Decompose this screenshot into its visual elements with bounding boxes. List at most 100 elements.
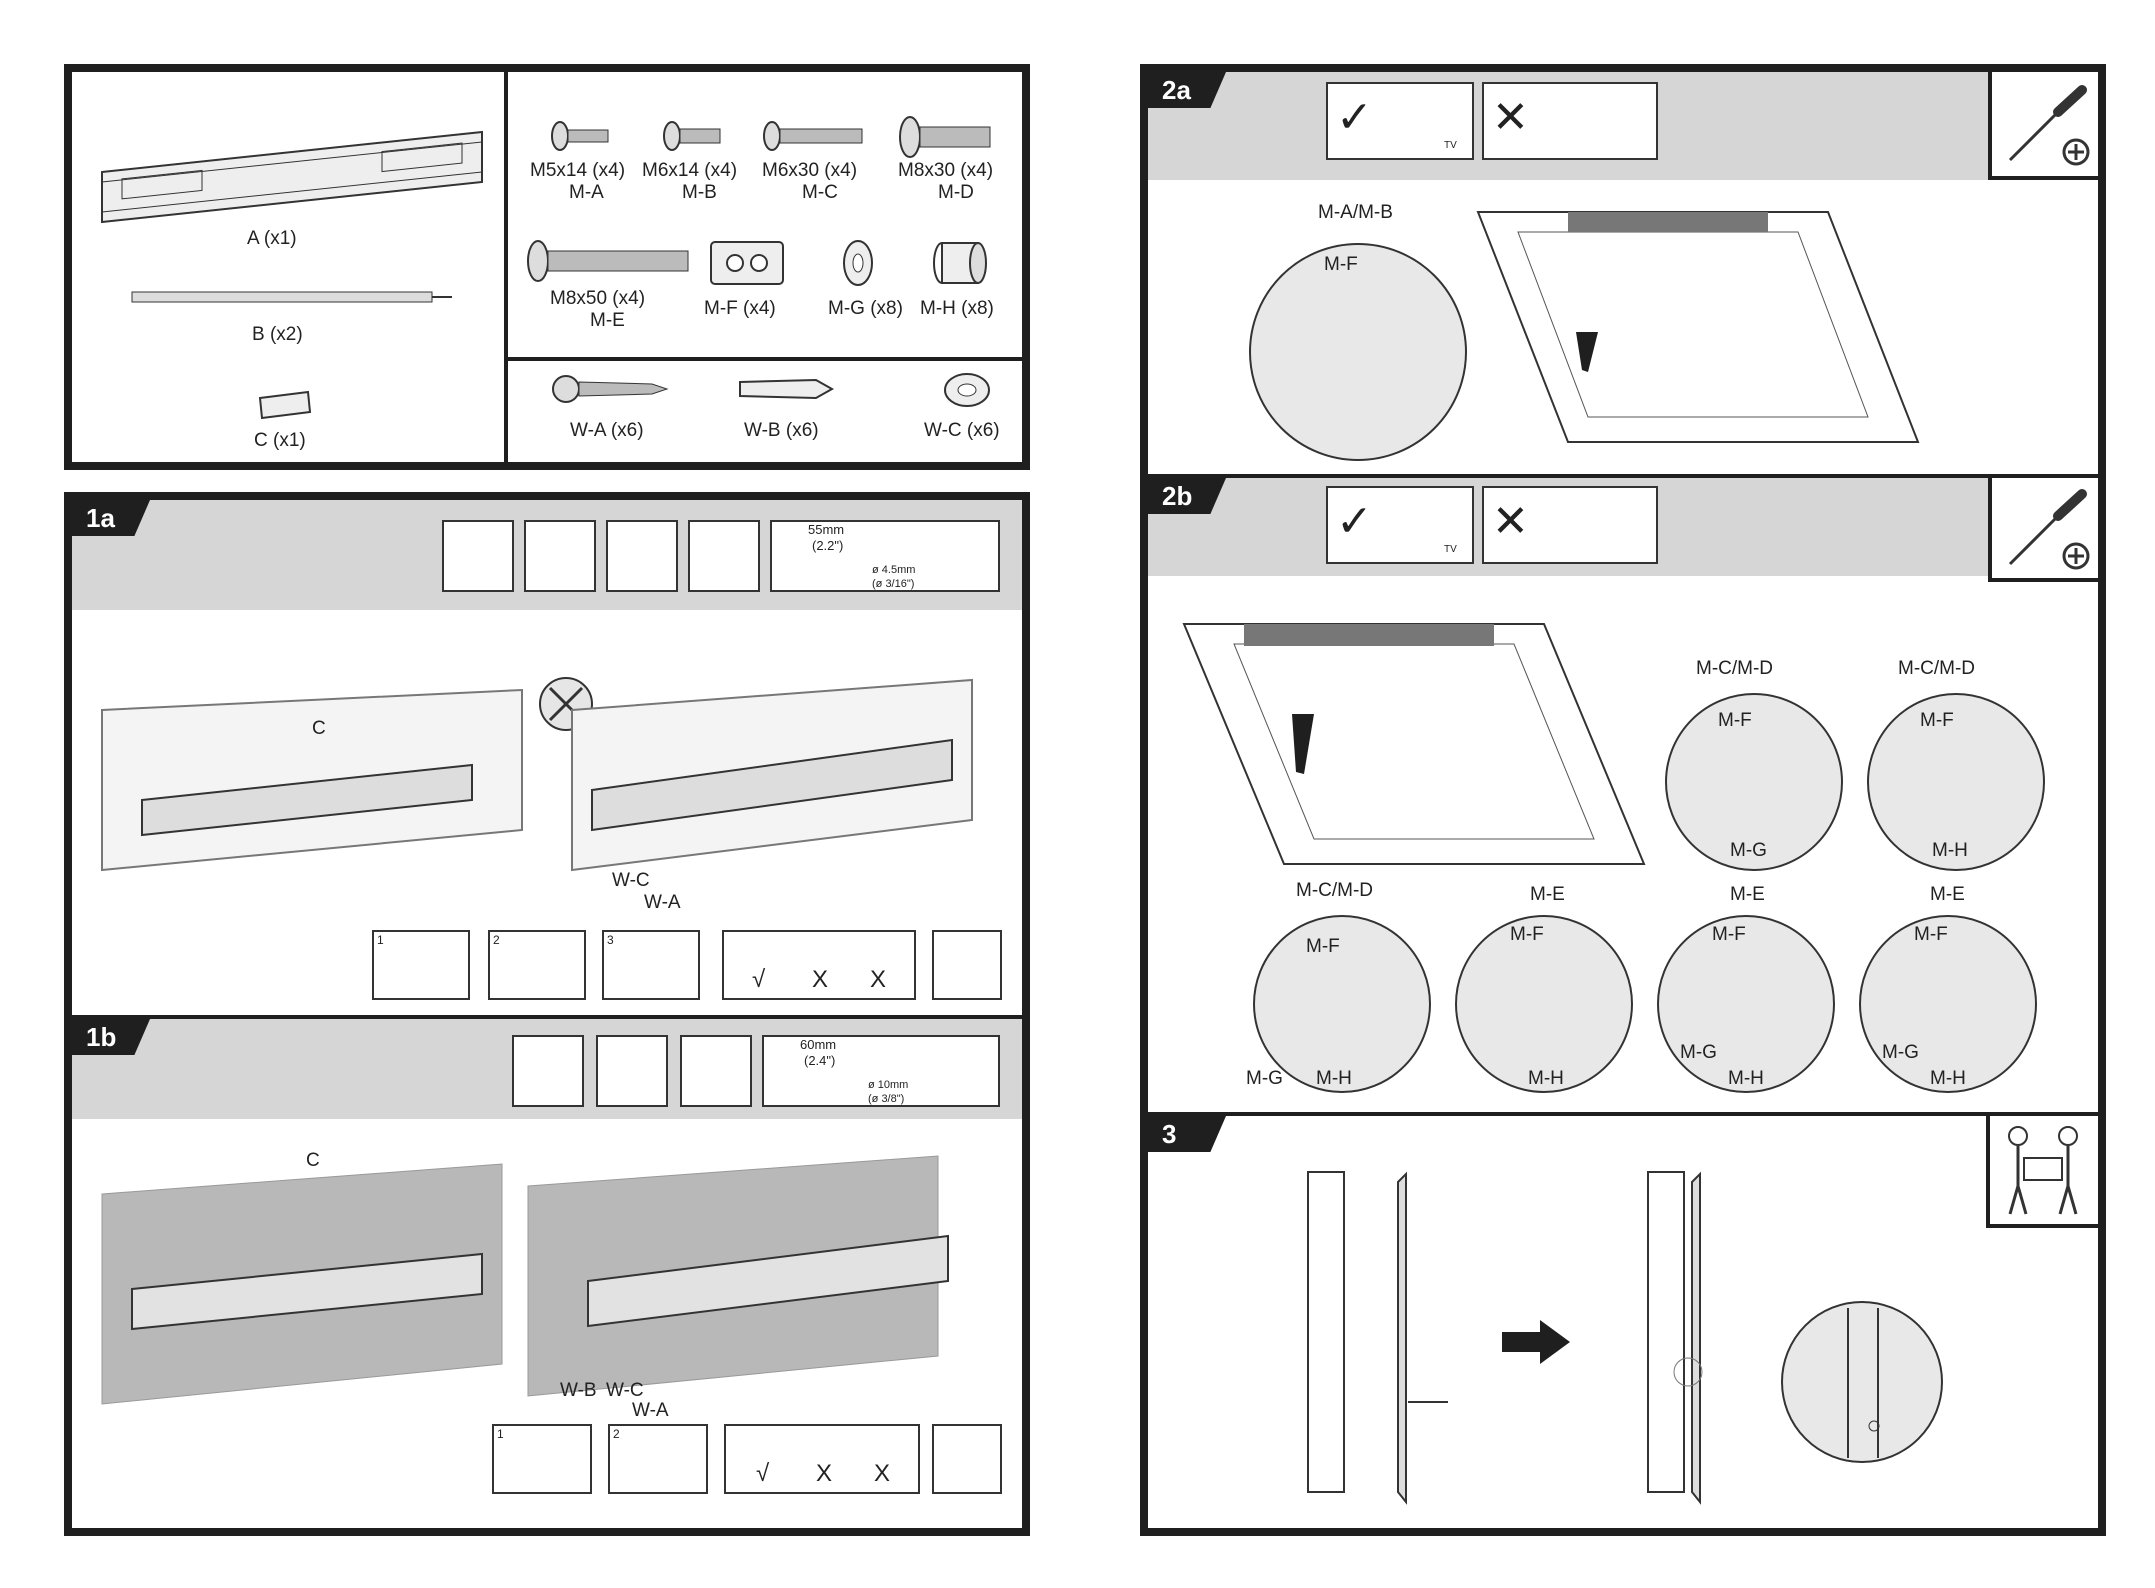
section-divider-2b-3 bbox=[1148, 1112, 2098, 1116]
2b-c5-label: M-E bbox=[1730, 884, 1765, 905]
section-divider-1a-1b bbox=[72, 1015, 1022, 1019]
1a-step-1-icon: 1 bbox=[372, 930, 470, 1000]
drill-diameter-label-1b: ø 10mm bbox=[868, 1079, 909, 1091]
1a-step-2-icon: 2 bbox=[488, 930, 586, 1000]
2b-c6-label: M-E bbox=[1930, 884, 1965, 905]
2b-c2-label: M-C/M-D bbox=[1898, 658, 1976, 679]
section-3-tag: 3 bbox=[1148, 1116, 1226, 1152]
washer-w-c-icon bbox=[944, 373, 990, 407]
screw-m-b-icon bbox=[663, 121, 721, 151]
1b-step-2-number: 2 bbox=[613, 1427, 620, 1441]
screw-m-c-icon bbox=[763, 121, 863, 151]
2b-c6-mf: M-F bbox=[1914, 924, 1948, 945]
phillips-screwdriver-icon-2b bbox=[2008, 489, 2090, 570]
1b-level-c-label: C bbox=[306, 1150, 320, 1171]
spacer-plate-m-f-icon bbox=[710, 241, 784, 285]
drill-depth-inch: (2.2") bbox=[812, 538, 844, 553]
phillips-screwdriver-icon bbox=[2008, 85, 2090, 166]
concrete-wall-icon bbox=[512, 1035, 584, 1107]
right-arrow-icon bbox=[1502, 1320, 1570, 1364]
drill-depth-icon-1b: 60mm (2.4") ø 10mm (ø 3/8") bbox=[762, 1035, 1000, 1107]
concrete-wall-illustration-left bbox=[101, 1163, 503, 1405]
2b-c4-mf: M-F bbox=[1510, 924, 1544, 945]
rail-illustration bbox=[131, 291, 452, 303]
2b-c5-mg: M-G bbox=[1680, 1042, 1717, 1063]
2b-wrong-screw-icon: ✕ bbox=[1482, 486, 1658, 564]
m-e-size: M8x50 (x4) bbox=[550, 288, 646, 309]
1a-step-3-icon: 3 bbox=[602, 930, 700, 1000]
3-hook-detail-circle bbox=[1781, 1301, 1943, 1463]
3-tv-hang-before bbox=[1307, 1171, 1448, 1505]
2a-screwdriver-box bbox=[1988, 72, 2098, 180]
concrete-wall-illustration-right bbox=[527, 1155, 949, 1397]
m-g-label: M-G (x8) bbox=[828, 298, 903, 319]
section-divider-2a-2b bbox=[1148, 474, 2098, 478]
1b-level-bad-2: X bbox=[874, 1460, 891, 1487]
1a-level-bad-2: X bbox=[870, 966, 887, 993]
1b-step-2-icon: 2 bbox=[608, 1424, 708, 1494]
section-2b-header: 2b ✓ TV ✕ bbox=[1148, 474, 2098, 582]
1b-step-1-icon: 1 bbox=[492, 1424, 592, 1494]
2b-tv-label-1: TV bbox=[1444, 544, 1457, 555]
2b-detail-2 bbox=[1867, 693, 2045, 871]
tv-install-panel: 2a ✓ TV ✕ M-A/M-B M-F 2b bbox=[1140, 64, 2106, 1536]
2b-c5-mh: M-H bbox=[1728, 1068, 1764, 1089]
drill-diameter-inch-1b: (ø 3/8") bbox=[868, 1093, 905, 1105]
2b-correct-screw-icon: ✓ TV bbox=[1326, 486, 1474, 564]
1b-drill-bit-icon bbox=[932, 1424, 1002, 1494]
2b-c6-mh: M-H bbox=[1930, 1068, 1966, 1089]
pencil-icon-1b bbox=[596, 1035, 668, 1107]
drill-icon-1b bbox=[680, 1035, 752, 1107]
2b-c2-mh: M-H bbox=[1932, 840, 1968, 861]
2b-detail-5 bbox=[1657, 915, 1835, 1093]
1a-level-bad-1: X bbox=[812, 966, 829, 993]
wall-install-panel: 1a 55mm (2.2") ø 4.5mm (ø 3/16") C W-C W… bbox=[64, 492, 1030, 1536]
1a-level-check-icon: √ X X bbox=[722, 930, 916, 1000]
section-2a-header: 2a ✓ TV ✕ bbox=[1148, 72, 2098, 180]
2b-detail-1 bbox=[1665, 693, 1843, 871]
2b-c3-mh: M-H bbox=[1316, 1068, 1352, 1089]
drill-diameter-label: ø 4.5mm bbox=[872, 564, 916, 576]
1a-step-2-number: 2 bbox=[493, 933, 500, 947]
washer-m-g-icon bbox=[843, 240, 873, 286]
two-person-lift-box bbox=[1986, 1116, 2098, 1228]
2a-tv-label-1: TV bbox=[1444, 140, 1457, 151]
1a-w-a-label: W-A bbox=[644, 892, 681, 913]
1b-level-check-icon: √ X X bbox=[724, 1424, 920, 1494]
2a-wrong-screw-icon: ✕ bbox=[1482, 82, 1658, 160]
parts-divider-horizontal bbox=[508, 357, 1022, 361]
wood-wall-illustration-left bbox=[101, 688, 523, 872]
anchor-w-b-icon bbox=[739, 378, 835, 400]
2a-check-icon: ✓ bbox=[1336, 93, 1373, 142]
1a-level-ok: √ bbox=[752, 966, 766, 993]
m-e-code: M-E bbox=[590, 310, 625, 331]
section-1a-header: 1a 55mm (2.2") ø 4.5mm (ø 3/16") bbox=[72, 500, 1022, 610]
stud-finder-icon bbox=[524, 520, 596, 592]
m-h-label: M-H (x8) bbox=[920, 298, 994, 319]
m-c-code: M-C bbox=[802, 182, 838, 203]
m-f-label: M-F (x4) bbox=[704, 298, 776, 319]
two-person-lift-icon bbox=[2008, 1126, 2078, 1215]
2b-c3-mf: M-F bbox=[1306, 936, 1340, 957]
2b-c4-label: M-E bbox=[1530, 884, 1565, 905]
w-b-label: W-B (x6) bbox=[744, 420, 819, 441]
2b-c6-mg: M-G bbox=[1882, 1042, 1919, 1063]
parts-panel: A (x1) B (x2) C (x1) M5x14 (x4) M-A M6x1… bbox=[64, 64, 1030, 470]
2b-cross-icon: ✕ bbox=[1492, 497, 1529, 546]
level-illustration bbox=[258, 390, 312, 420]
2b-c3-label: M-C/M-D bbox=[1296, 880, 1374, 901]
part-a-label: A (x1) bbox=[247, 228, 297, 249]
section-2a-tag: 2a bbox=[1148, 72, 1226, 108]
pencil-icon bbox=[606, 520, 678, 592]
2a-mamb-label: M-A/M-B bbox=[1318, 202, 1393, 223]
m-c-size: M6x30 (x4) bbox=[762, 160, 858, 181]
drill-depth-icon: 55mm (2.2") ø 4.5mm (ø 3/16") bbox=[770, 520, 1000, 592]
drill-depth-label: 55mm bbox=[808, 522, 845, 537]
2a-tv-back-illustration bbox=[1476, 211, 1920, 443]
1b-w-b-label: W-B bbox=[560, 1380, 597, 1401]
m-d-code: M-D bbox=[938, 182, 974, 203]
screw-m-a-icon bbox=[551, 121, 609, 151]
2b-c5-mf: M-F bbox=[1712, 924, 1746, 945]
2a-mf-label: M-F bbox=[1324, 254, 1358, 275]
section-1b-header: 1b 60mm (2.4") ø 10mm (ø 3/8") bbox=[72, 1019, 1022, 1119]
